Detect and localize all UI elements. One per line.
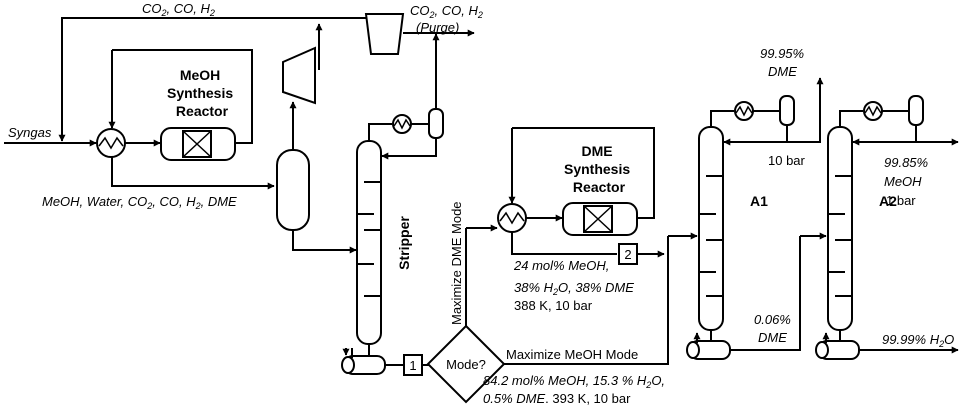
stream-1-conditions: 0.5% DME. 393 K, 10 bar bbox=[483, 391, 631, 406]
purge-label: (Purge) bbox=[416, 20, 459, 35]
a2-pressure-label: 1 bar bbox=[886, 193, 916, 208]
stream-2-conditions: 388 K, 10 bar bbox=[514, 298, 593, 313]
marker-2-label: 2 bbox=[624, 247, 631, 262]
a1-reflux-drum bbox=[779, 95, 795, 126]
mode-decision-label: Mode? bbox=[446, 357, 486, 372]
column-a1-label: A1 bbox=[750, 193, 768, 209]
a2-reflux-drum bbox=[908, 95, 924, 126]
meoh-reactor-label: MeOH Synthesis Reactor bbox=[167, 67, 237, 119]
dme-reactor bbox=[562, 202, 638, 236]
recycle-compressor bbox=[364, 13, 405, 55]
dme-product-label: 99.95% DME bbox=[760, 46, 808, 79]
column-a2-label: A2 bbox=[879, 193, 897, 209]
recycle-gas-line bbox=[58, 17, 372, 142]
meoh-product-label: 99.85% MeOH bbox=[884, 155, 932, 189]
water-product-label: 99.99% H2O bbox=[882, 332, 954, 349]
meoh-mode-label: Maximize MeOH Mode bbox=[506, 347, 638, 362]
purge-gas-label: CO2, CO, H2 bbox=[410, 3, 483, 20]
stream-2-composition: 24 mol% MeOH, 38% H2O, 38% DME bbox=[513, 258, 634, 297]
a1-bottoms-label: 0.06% DME bbox=[754, 312, 795, 345]
feed-heat-exchanger bbox=[96, 128, 126, 158]
meoh-reactor bbox=[160, 127, 236, 161]
second-compressor bbox=[282, 46, 316, 105]
stripper-column bbox=[356, 140, 382, 345]
dme-heat-exchanger bbox=[497, 203, 527, 233]
stripper-reflux-drum bbox=[428, 108, 444, 139]
stream-1-composition: 84.2 mol% MeOH, 15.3 % H2O, bbox=[483, 373, 665, 390]
stripper-label: Stripper bbox=[396, 216, 412, 270]
syngas-label: Syngas bbox=[8, 125, 52, 140]
a1-reboiler bbox=[686, 340, 731, 360]
dme-reactor-label: DME Synthesis Reactor bbox=[564, 143, 634, 195]
meoh-mix-label: MeOH, Water, CO2, CO, H2, DME bbox=[42, 194, 237, 211]
dme-mode-label: Maximize DME Mode bbox=[449, 201, 464, 325]
marker-1-label: 1 bbox=[409, 358, 416, 373]
recycle-gas-label: CO2, CO, H2 bbox=[142, 1, 215, 18]
stripper-reboiler bbox=[341, 355, 386, 375]
mode-decision bbox=[426, 324, 506, 404]
column-a1 bbox=[698, 126, 724, 331]
column-a2 bbox=[827, 126, 853, 331]
flash-drum bbox=[276, 149, 310, 231]
a1-pressure-label: 10 bar bbox=[768, 153, 806, 168]
a2-reboiler bbox=[815, 340, 860, 360]
